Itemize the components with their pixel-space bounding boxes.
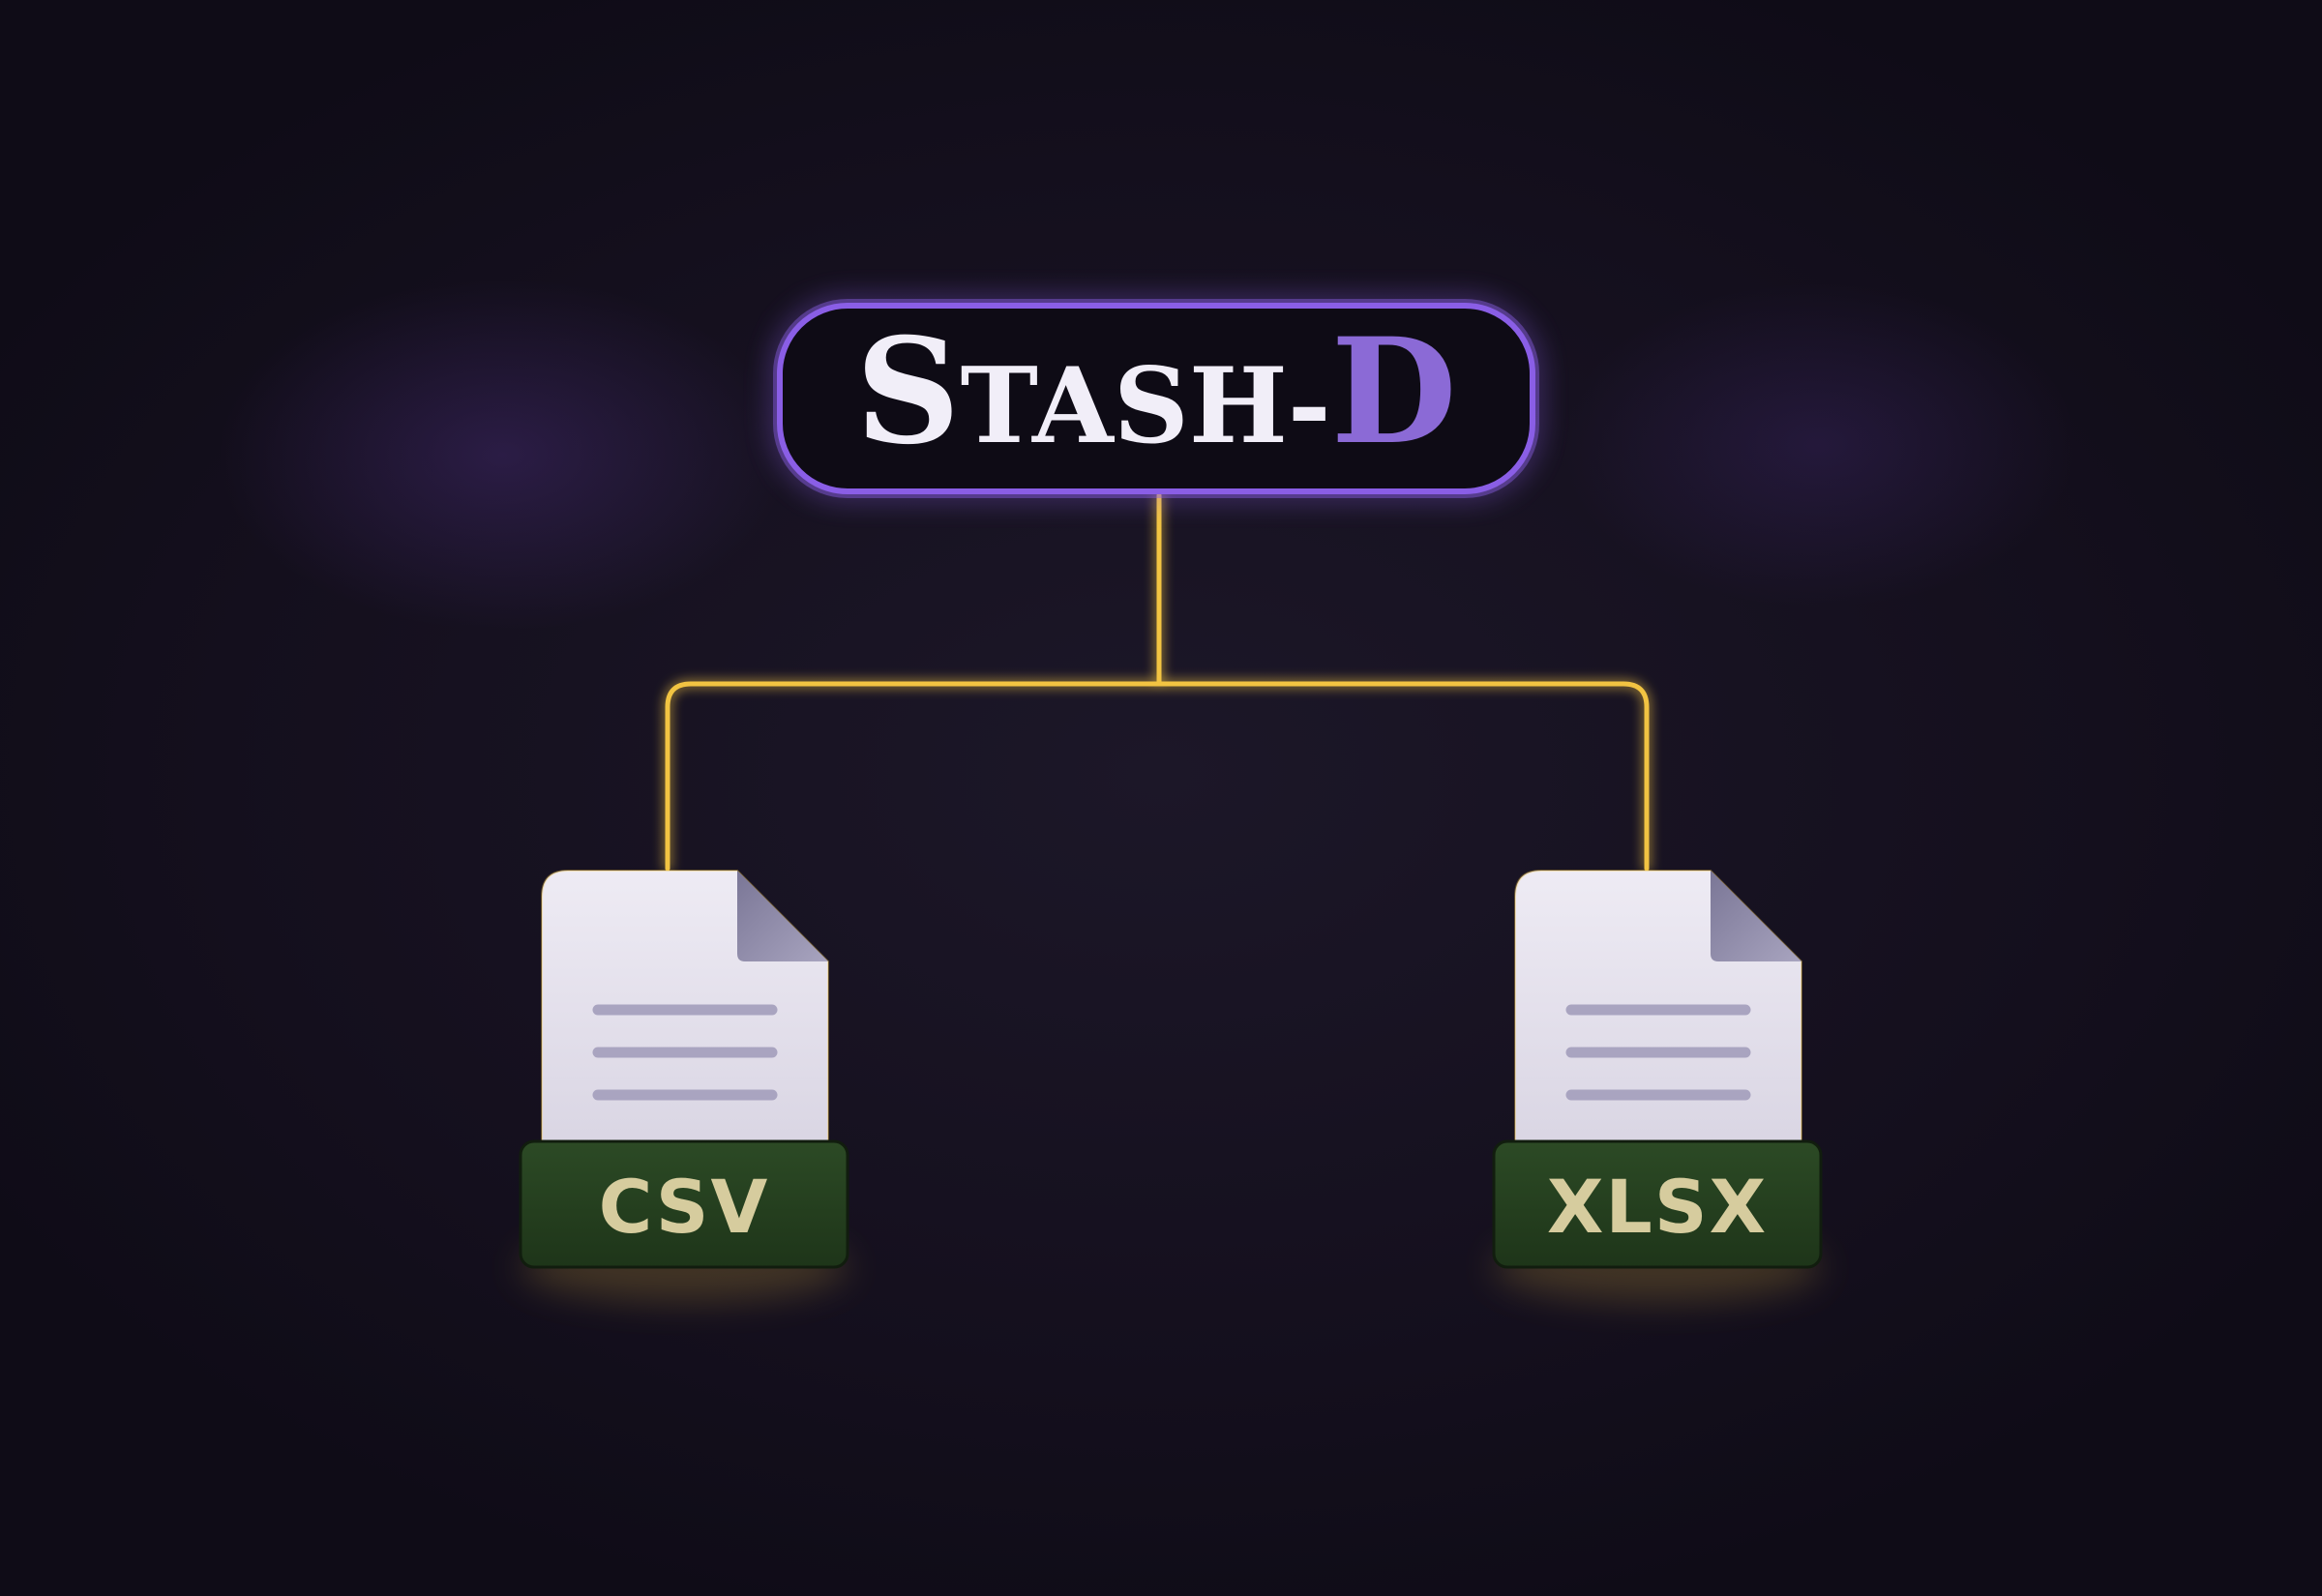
- file-label-csv: CSV: [599, 1164, 770, 1250]
- file-fold: [737, 871, 828, 961]
- file-label-band: [1492, 1139, 1823, 1269]
- file-text-lines: [592, 1004, 778, 1101]
- connector-branch-left: [665, 681, 1162, 872]
- file-label-xlsx: XLSX: [1547, 1164, 1768, 1250]
- logo-badge: STASH-D: [773, 299, 1539, 498]
- file-csv: CSV: [519, 870, 849, 1302]
- file-label-band: [519, 1139, 849, 1269]
- connector-branch-right: [1156, 681, 1650, 872]
- logo-big-s: S: [855, 307, 960, 477]
- logo-accent-d: D: [1331, 307, 1457, 477]
- file-fold: [1711, 871, 1801, 961]
- logo-small-caps: TASH-: [961, 345, 1331, 467]
- file-xlsx: XLSX: [1492, 870, 1823, 1302]
- logo-wordmark: STASH-D: [855, 307, 1457, 477]
- file-text-lines: [1565, 1004, 1751, 1101]
- connector-lines: [665, 492, 1650, 872]
